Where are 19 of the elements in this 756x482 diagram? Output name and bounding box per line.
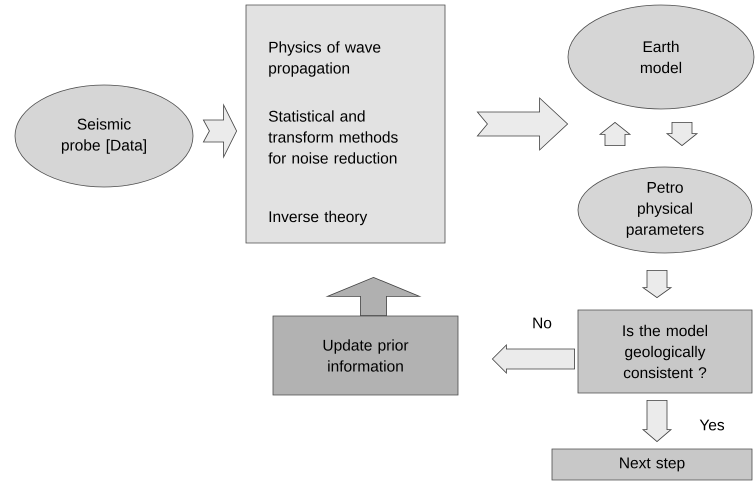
ellipse-node: Earth model: [568, 4, 754, 110]
edge-label: No: [531, 316, 553, 330]
body-text: Inverse theory: [270, 210, 368, 226]
block-arrow: [492, 344, 575, 374]
block-arrow: [202, 103, 238, 159]
body-text: Statistical and transform methods for noise reduction: [268, 110, 398, 164]
block-arrow: [666, 122, 698, 146]
process-box: Next step: [552, 448, 752, 480]
block-arrow: [325, 276, 422, 316]
ellipse-node: Seismic probe [Data]: [14, 84, 194, 188]
block-arrow: [476, 97, 568, 151]
block-arrow: [642, 270, 672, 298]
process-box: Update prior information: [272, 316, 458, 396]
block-arrow: [598, 122, 632, 146]
process-box: Is the model geologically consistent ?: [578, 310, 752, 394]
body-text: Physics of wave propagation: [269, 41, 380, 77]
edge-label: Yes: [698, 418, 726, 432]
ellipse-node: Petro physical parameters: [578, 166, 752, 254]
block-arrow: [642, 400, 672, 442]
